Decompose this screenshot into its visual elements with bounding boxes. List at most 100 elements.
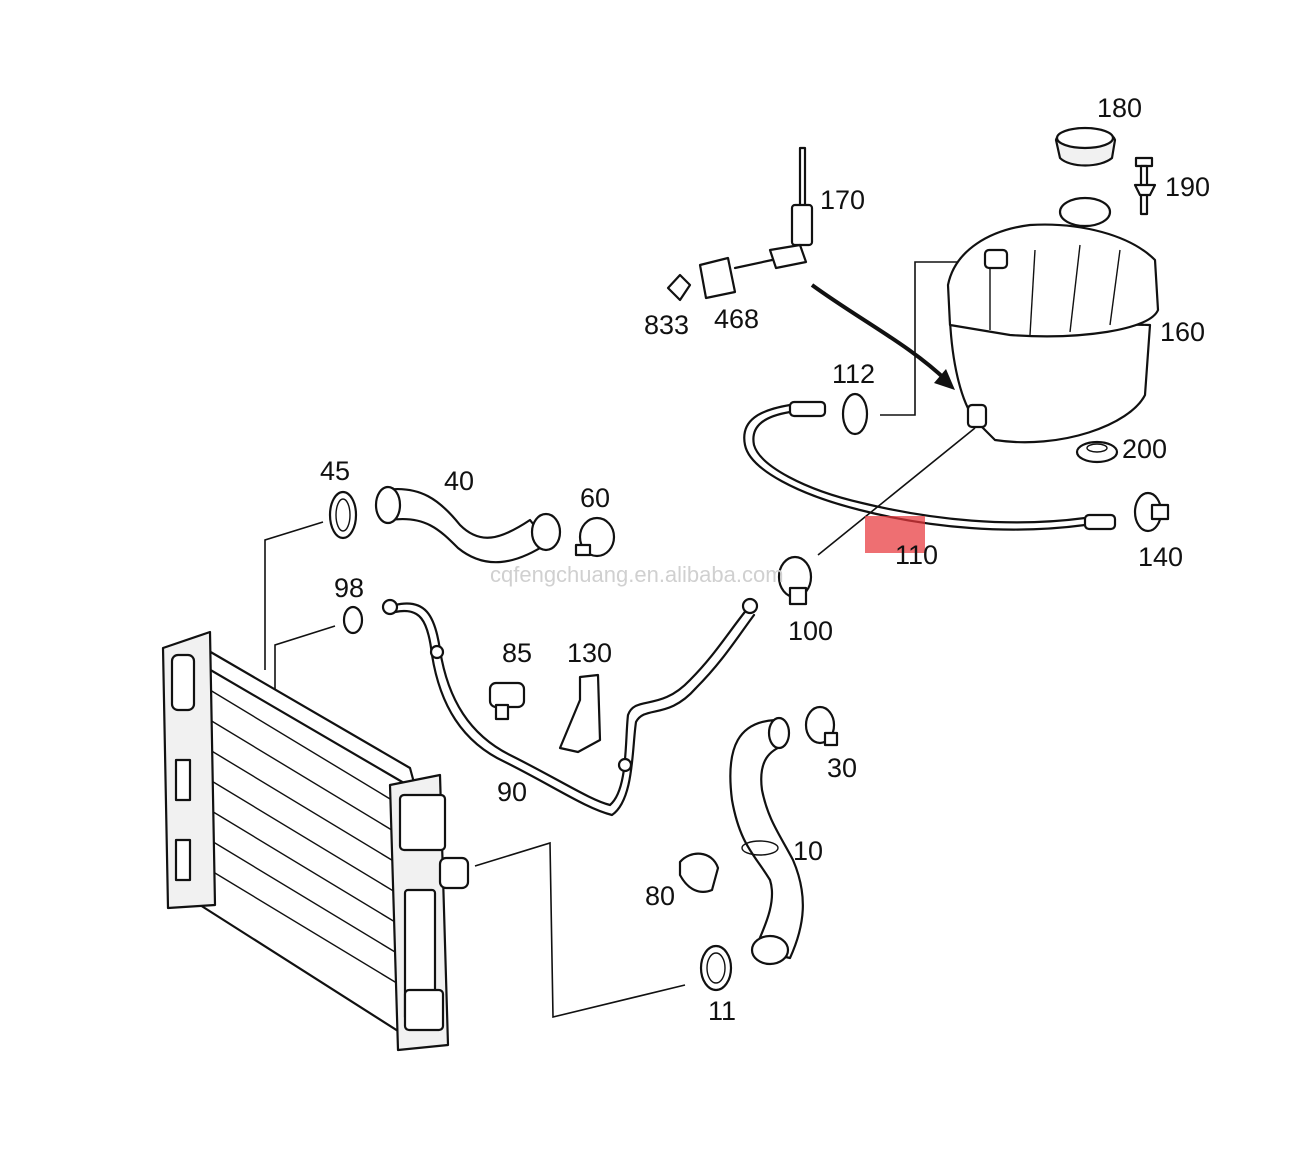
install-direction-arrow xyxy=(810,283,950,384)
hose-clamp-60 xyxy=(574,516,616,558)
upper-radiator-hose xyxy=(374,485,562,564)
tank-lower-body xyxy=(948,318,1152,444)
bolt-190 xyxy=(1133,156,1157,216)
tank-vent-nozzle xyxy=(983,248,1009,270)
clip-80-body xyxy=(678,852,720,893)
clip-85-stem xyxy=(494,703,510,721)
callout-30: 30 xyxy=(827,753,857,783)
radiator-left-bracket xyxy=(174,758,192,802)
radiator xyxy=(161,630,470,1052)
watermark: cqfengchuang.en.alibaba.com xyxy=(490,562,784,587)
callout-190: 190 xyxy=(1165,172,1210,202)
grommet-200 xyxy=(1075,440,1119,464)
clamp-140-screw xyxy=(1150,503,1170,521)
radiator-left-bracket-lower xyxy=(174,838,192,882)
plug-833 xyxy=(666,273,692,302)
clip-80 xyxy=(678,852,720,893)
o-ring-11 xyxy=(699,944,733,992)
callout-833: 833 xyxy=(644,310,689,340)
hose-clamp-100 xyxy=(777,555,813,606)
radiator-outlet-housing xyxy=(398,793,447,852)
clip-85 xyxy=(488,681,526,721)
radiator-left-inlet xyxy=(170,653,196,712)
tank-upper-body xyxy=(946,223,1160,338)
bolt-190-head xyxy=(1134,156,1154,168)
clamp-100-screw xyxy=(788,586,808,606)
callout-98: 98 xyxy=(334,573,364,603)
callout-130: 130 xyxy=(567,638,612,668)
callout-140: 140 xyxy=(1138,542,1183,572)
o-ring-45 xyxy=(328,490,358,540)
bleed-hose xyxy=(743,400,1117,531)
tank-rib-3 xyxy=(1069,244,1081,333)
hose-clamp-30 xyxy=(804,705,839,747)
lower-radiator-hose xyxy=(729,716,804,966)
o-ring-112 xyxy=(841,392,869,436)
lower-hose-clamp-band xyxy=(741,840,779,856)
callout-200: 200 xyxy=(1122,434,1167,464)
vent-line-90 xyxy=(381,597,759,817)
lower-hose-end-top xyxy=(767,716,791,750)
callout-11: 11 xyxy=(708,996,736,1026)
o-ring-45-inner xyxy=(335,498,351,532)
leader-45 xyxy=(264,521,324,670)
vent-line-fitting-left xyxy=(381,598,399,616)
leader-lines xyxy=(264,261,976,1019)
callouts: 180 190 170 833 468 160 112 200 45 40 60… xyxy=(320,93,1210,1026)
leader-112 xyxy=(880,261,970,416)
upper-hose-end-left xyxy=(374,485,402,525)
callout-80: 80 xyxy=(645,881,675,911)
clip-85-body xyxy=(488,681,526,709)
upper-hose-body xyxy=(383,487,550,564)
radiator-outlet-pipe xyxy=(438,856,470,890)
bracket-130-body xyxy=(558,673,602,754)
clamp-30-screw xyxy=(823,731,839,747)
callout-180: 180 xyxy=(1097,93,1142,123)
callout-110: 110 xyxy=(895,540,938,570)
tank-rib-4 xyxy=(1109,249,1121,326)
vent-line-fitting-mid xyxy=(429,644,445,660)
bleed-hose-fitting-right xyxy=(1083,513,1117,531)
leader-11 xyxy=(474,841,686,1019)
callout-90: 90 xyxy=(497,777,527,807)
sensor-wire xyxy=(733,258,774,270)
cap-180-top xyxy=(1055,126,1115,150)
grommet-200-hole xyxy=(1086,443,1108,453)
install-direction-arrowhead xyxy=(934,369,955,390)
o-ring-98 xyxy=(342,605,364,635)
sensor-170-probe xyxy=(798,146,807,210)
radiator-drain-plug xyxy=(403,988,445,1032)
bleed-hose-path-inner xyxy=(752,410,1087,524)
callout-112: 112 xyxy=(832,359,875,389)
tank-cap-180 xyxy=(1054,126,1117,167)
leader-110 xyxy=(817,427,976,556)
tank-rib-2 xyxy=(1029,249,1036,336)
vent-line-fitting-right xyxy=(741,597,759,615)
highlight-marker xyxy=(865,516,925,553)
sensor-170-connector xyxy=(768,243,808,270)
callout-60: 60 xyxy=(580,483,610,513)
bolt-190-washer xyxy=(1133,183,1157,197)
sensor-170-body xyxy=(790,203,814,247)
bleed-hose-fitting-left xyxy=(788,400,827,418)
tank-outlet-nozzle xyxy=(966,403,988,429)
callout-170: 170 xyxy=(820,185,865,215)
expansion-tank xyxy=(946,196,1160,444)
callout-85: 85 xyxy=(502,638,532,668)
callout-10: 10 xyxy=(793,836,823,866)
callout-160: 160 xyxy=(1160,317,1205,347)
connector-468 xyxy=(698,256,737,300)
o-ring-11-inner xyxy=(706,952,726,984)
callout-40: 40 xyxy=(444,466,474,496)
lower-hose-body xyxy=(729,718,804,960)
callout-468: 468 xyxy=(714,304,759,334)
vent-line-fitting-low xyxy=(617,757,633,773)
bracket-130 xyxy=(558,673,602,754)
level-sensor-assembly xyxy=(666,146,814,302)
upper-hose-end-right xyxy=(530,512,562,552)
lower-hose-end-bottom xyxy=(750,934,790,966)
hose-clamp-140 xyxy=(1133,491,1170,533)
tank-filler-neck xyxy=(1058,196,1112,228)
bleed-hose-path xyxy=(743,403,1087,531)
